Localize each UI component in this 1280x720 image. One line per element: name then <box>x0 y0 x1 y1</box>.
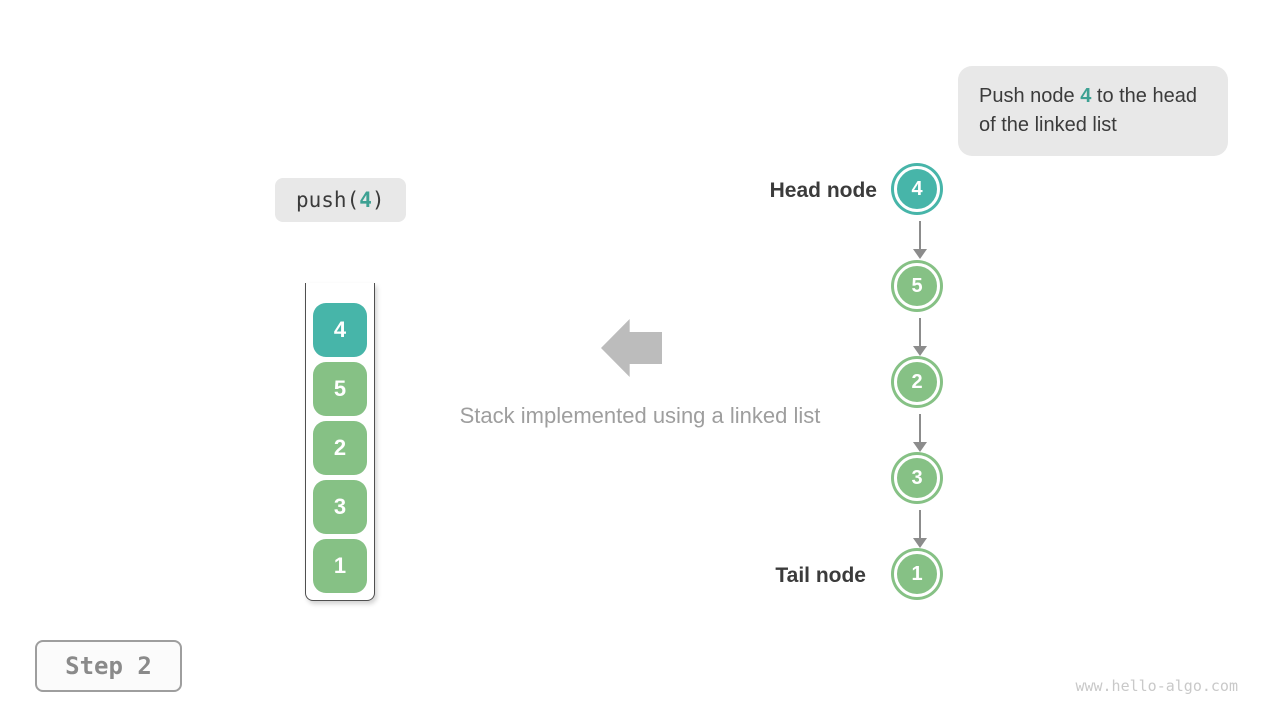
linked-list-node: 2 <box>894 359 946 411</box>
stack-container: 4 5 2 3 1 <box>305 283 375 601</box>
callout-highlight-value: 4 <box>1080 85 1092 107</box>
stack-item: 4 <box>313 303 367 357</box>
operation-text-before: push( <box>296 188 360 212</box>
linked-list-node: 3 <box>894 455 946 507</box>
linked-list-node: 1 <box>894 551 946 603</box>
tail-node-label: Tail node <box>775 564 866 587</box>
node-circle: 5 <box>894 263 940 309</box>
arrow-down-icon <box>912 510 928 548</box>
stack-item: 2 <box>313 421 367 475</box>
watermark: www.hello-algo.com <box>1075 677 1238 695</box>
stack-item: 1 <box>313 539 367 593</box>
stack-item: 3 <box>313 480 367 534</box>
arrow-down-icon <box>912 414 928 452</box>
diagram-caption: Stack implemented using a linked list <box>459 403 821 428</box>
head-node-label: Head node <box>769 179 877 202</box>
step-description-callout: Push node 4 to the head of the linked li… <box>958 66 1228 156</box>
node-circle: 2 <box>894 359 940 405</box>
operation-highlight-value: 4 <box>359 188 372 212</box>
operation-label: push(4) <box>275 178 406 222</box>
linked-list-node: 4 <box>894 166 946 218</box>
left-arrow-icon <box>601 319 662 377</box>
arrow-down-icon <box>912 221 928 259</box>
node-circle: 3 <box>894 455 940 501</box>
linked-list-node: 5 <box>894 263 946 315</box>
node-circle: 4 <box>894 166 940 212</box>
arrow-down-icon <box>912 318 928 356</box>
callout-text-before: Push node <box>979 85 1081 107</box>
callout-text-after: to the head of the linked list <box>979 85 1197 136</box>
node-circle: 1 <box>894 551 940 597</box>
stack-item: 5 <box>313 362 367 416</box>
operation-text-after: ) <box>371 188 385 212</box>
step-badge: Step 2 <box>35 640 182 692</box>
